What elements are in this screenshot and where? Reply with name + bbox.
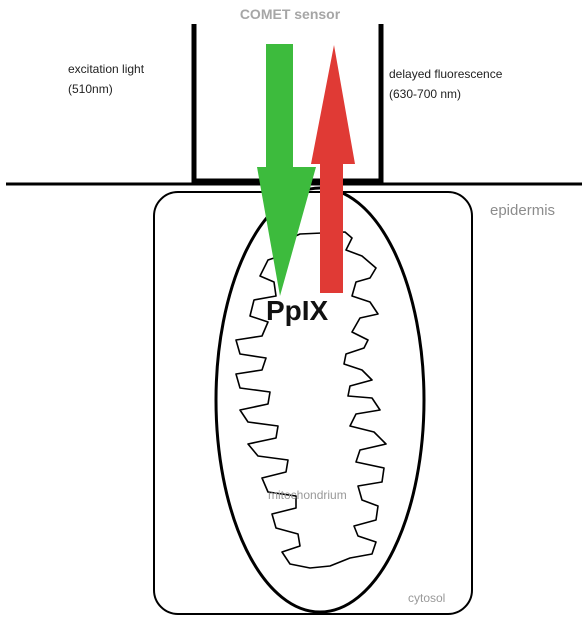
mitochondrium-label: mitochondrium: [268, 488, 347, 502]
delayed-fluorescence-text: delayed fluorescence: [389, 64, 502, 84]
sensor-title: COMET sensor: [200, 6, 380, 22]
excitation-wavelength-text: (510nm): [68, 79, 144, 99]
cytosol-label: cytosol: [408, 591, 445, 605]
excitation-light-label: excitation light (510nm): [68, 59, 144, 99]
fluorescence-wavelength-text: (630-700 nm): [389, 84, 502, 104]
excitation-light-arrow: [257, 44, 316, 296]
fluorescence-arrow: [311, 45, 355, 293]
excitation-light-text: excitation light: [68, 59, 144, 79]
ppix-label: PpIX: [266, 295, 328, 327]
mitochondrion-inner-membrane: [236, 232, 386, 568]
epidermis-label: epidermis: [490, 202, 555, 219]
delayed-fluorescence-label: delayed fluorescence (630-700 nm): [389, 64, 502, 104]
